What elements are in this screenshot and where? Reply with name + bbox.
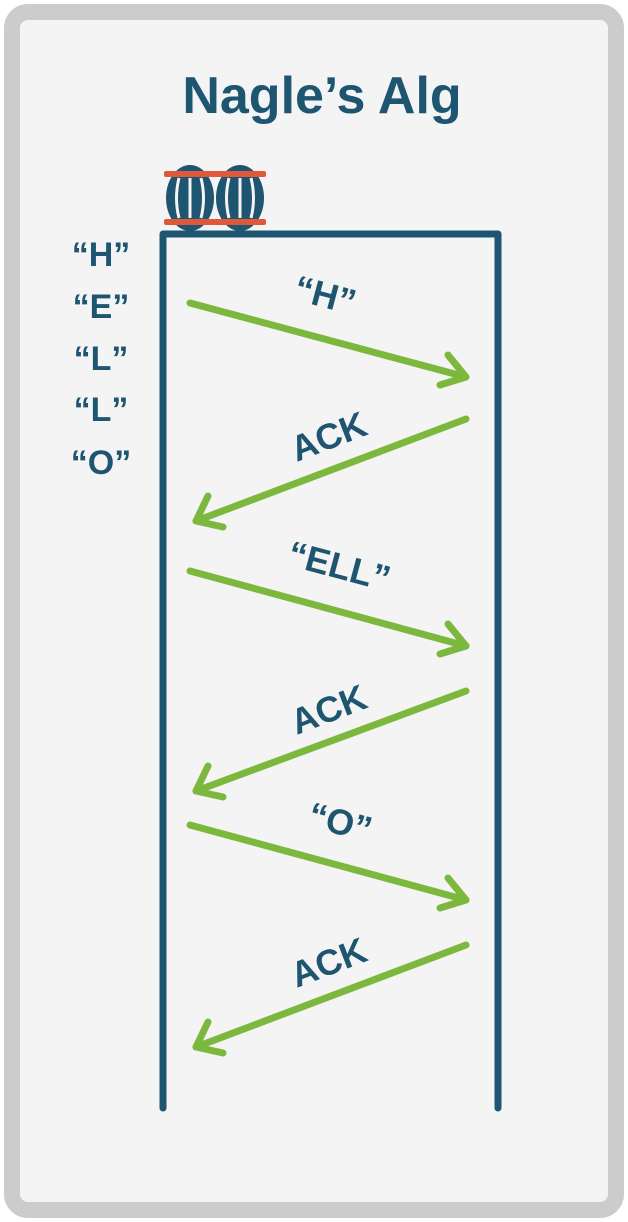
diagram-title: Nagle’s Alg bbox=[182, 67, 461, 125]
queue-item: “H” bbox=[72, 236, 131, 274]
queue-item: “E” bbox=[73, 288, 130, 326]
message-arrow-right bbox=[186, 299, 470, 389]
message-arrow-right bbox=[186, 567, 470, 658]
message-arrow-right bbox=[186, 821, 470, 912]
message-arrow-left bbox=[192, 415, 470, 531]
queue-item: “O” bbox=[71, 444, 131, 482]
barrel-icon bbox=[164, 165, 216, 231]
diagram-frame bbox=[4, 4, 624, 1218]
queue-item: “L” bbox=[74, 391, 129, 429]
message-arrow-left bbox=[192, 687, 470, 801]
message-arrow-left bbox=[192, 941, 470, 1057]
queue-item: “L” bbox=[74, 340, 129, 378]
timeline-lines bbox=[159, 230, 502, 1112]
barrel-icon bbox=[214, 165, 266, 231]
